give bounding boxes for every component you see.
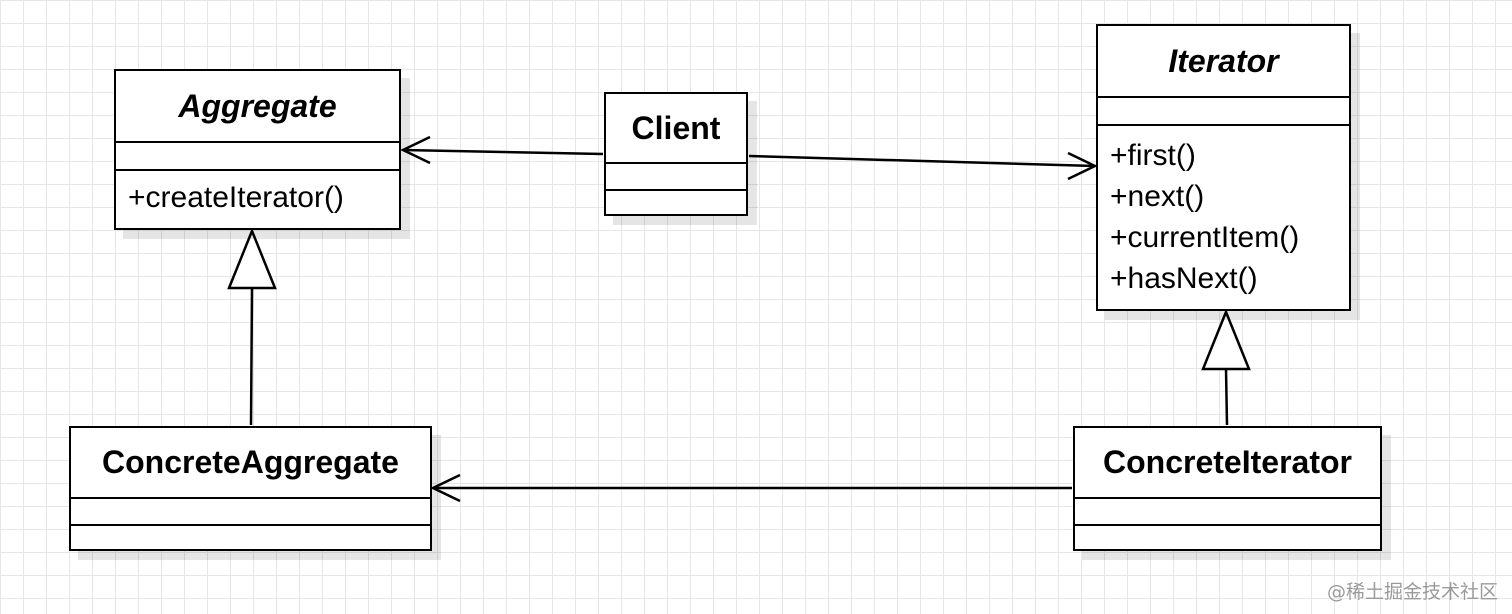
iterator-class[interactable]: Iterator +first() +next() +currentItem()…	[1096, 24, 1351, 311]
client-attributes-section	[606, 164, 746, 191]
aggregate-class[interactable]: Aggregate +createIterator()	[114, 69, 401, 230]
aggregate-operation-create-iterator: +createIterator()	[128, 181, 344, 214]
aggregate-class-name: Aggregate	[116, 71, 399, 143]
iterator-operation-has-next: +hasNext()	[1110, 262, 1258, 295]
concrete-aggregate-inheritance-line	[249, 287, 254, 426]
aggregate-inheritance-triangle	[227, 227, 277, 290]
concrete-iterator-class-name: ConcreteIterator	[1075, 428, 1380, 499]
client-class-name: Client	[606, 94, 746, 164]
client-to-iterator-arrowhead	[1067, 151, 1098, 181]
iterator-inheritance-triangle	[1201, 308, 1251, 371]
aggregate-attributes-section	[116, 143, 399, 171]
iterator-class-name: Iterator	[1098, 26, 1349, 98]
concrete-iterator-attributes-section	[1075, 499, 1380, 526]
client-to-iterator-association-line	[748, 154, 1096, 168]
client-to-aggregate-association-line	[402, 148, 604, 156]
iterator-operation-next: +next()	[1110, 180, 1205, 213]
concrete-iterator-operations-section	[1075, 526, 1380, 549]
iterator-operation-current-item: +currentItem()	[1110, 221, 1300, 254]
iterator-operations-section: +first() +next() +currentItem() +hasNext…	[1098, 126, 1349, 299]
site-watermark: @稀土掘金技术社区	[1326, 581, 1498, 603]
client-to-aggregate-arrowhead	[400, 135, 431, 165]
aggregate-operations-section: +createIterator()	[116, 171, 399, 218]
concrete-aggregate-class[interactable]: ConcreteAggregate	[69, 426, 432, 551]
iterator-operation-first: +first()	[1110, 139, 1196, 172]
iterator-to-aggregate-arrowhead	[430, 473, 461, 503]
concrete-iterator-inheritance-line	[1224, 368, 1229, 426]
concrete-aggregate-class-name: ConcreteAggregate	[71, 428, 430, 499]
client-operations-section	[606, 191, 746, 214]
concrete-iterator-class[interactable]: ConcreteIterator	[1073, 426, 1382, 551]
concrete-aggregate-operations-section	[71, 526, 430, 549]
concrete-aggregate-attributes-section	[71, 499, 430, 526]
iterator-attributes-section	[1098, 98, 1349, 126]
client-class[interactable]: Client	[604, 92, 748, 216]
